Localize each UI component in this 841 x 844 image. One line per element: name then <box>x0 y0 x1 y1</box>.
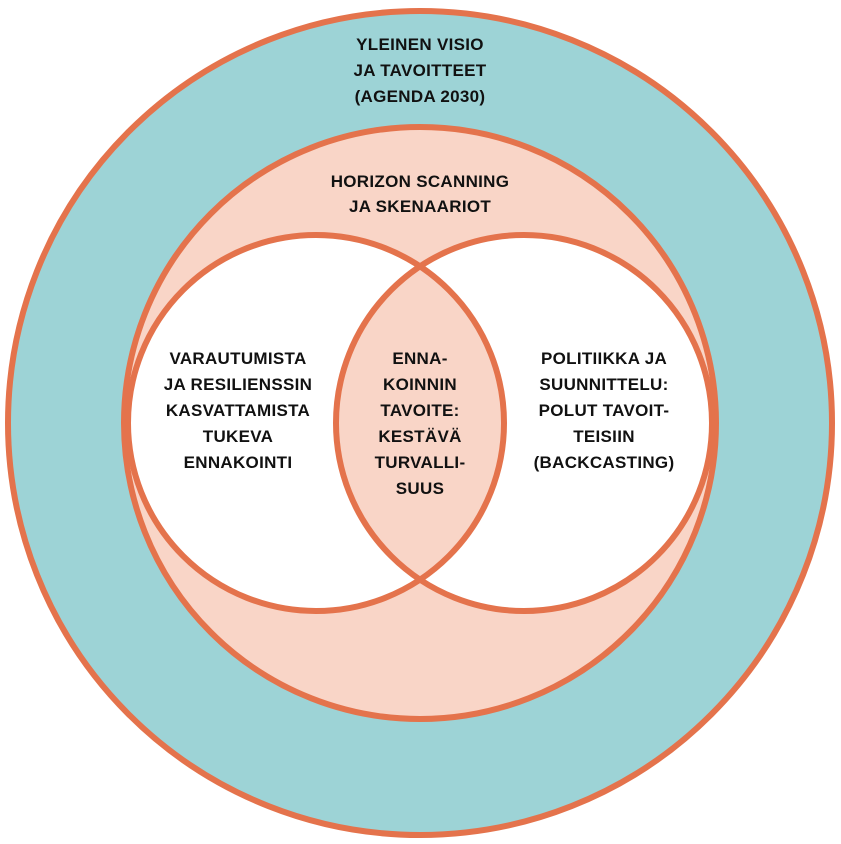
overlap-label-line: SUUS <box>396 479 444 498</box>
overlap-label-line: ENNA- <box>392 349 447 368</box>
left-circle-outline <box>125 232 507 614</box>
outer-label-line: (AGENDA 2030) <box>355 87 486 106</box>
left-label-line: TUKEVA <box>203 427 273 446</box>
outer-label-line: JA TAVOITTEET <box>354 61 487 80</box>
overlap-label-line: TURVALLI- <box>375 453 466 472</box>
overlap-lens <box>336 235 504 611</box>
overlap-label: ENNA- KOINNIN TAVOITE: KESTÄVÄ TURVALLI-… <box>375 349 466 498</box>
left-circle-label: VARAUTUMISTA JA RESILIENSSIN KASVATTAMIS… <box>164 349 312 472</box>
middle-disc-label: HORIZON SCANNING JA SKENAARIOT <box>331 172 510 216</box>
overlap-label-line: KOINNIN <box>383 375 457 394</box>
left-label-line: KASVATTAMISTA <box>166 401 310 420</box>
overlap-label-line: KESTÄVÄ <box>378 427 461 446</box>
outer-label-line: YLEINEN VISIO <box>356 35 484 54</box>
left-label-line: VARAUTUMISTA <box>169 349 306 368</box>
outer-ring-label: YLEINEN VISIO JA TAVOITTEET (AGENDA 2030… <box>354 35 487 106</box>
overlap-label-line: TAVOITE: <box>380 401 459 420</box>
left-label-line: JA RESILIENSSIN <box>164 375 312 394</box>
right-circle-label: POLITIIKKA JA SUUNNITTELU: POLUT TAVOIT-… <box>534 349 675 472</box>
middle-label-line: HORIZON SCANNING <box>331 172 510 191</box>
right-label-line: (BACKCASTING) <box>534 453 675 472</box>
middle-label-line: JA SKENAARIOT <box>349 197 491 216</box>
right-circle-outline <box>333 232 715 614</box>
right-label-line: TEISIIN <box>573 427 635 446</box>
right-label-line: POLITIIKKA JA <box>541 349 667 368</box>
left-label-line: ENNAKOINTI <box>184 453 293 472</box>
right-label-line: POLUT TAVOIT- <box>539 401 670 420</box>
right-label-line: SUUNNITTELU: <box>539 375 668 394</box>
